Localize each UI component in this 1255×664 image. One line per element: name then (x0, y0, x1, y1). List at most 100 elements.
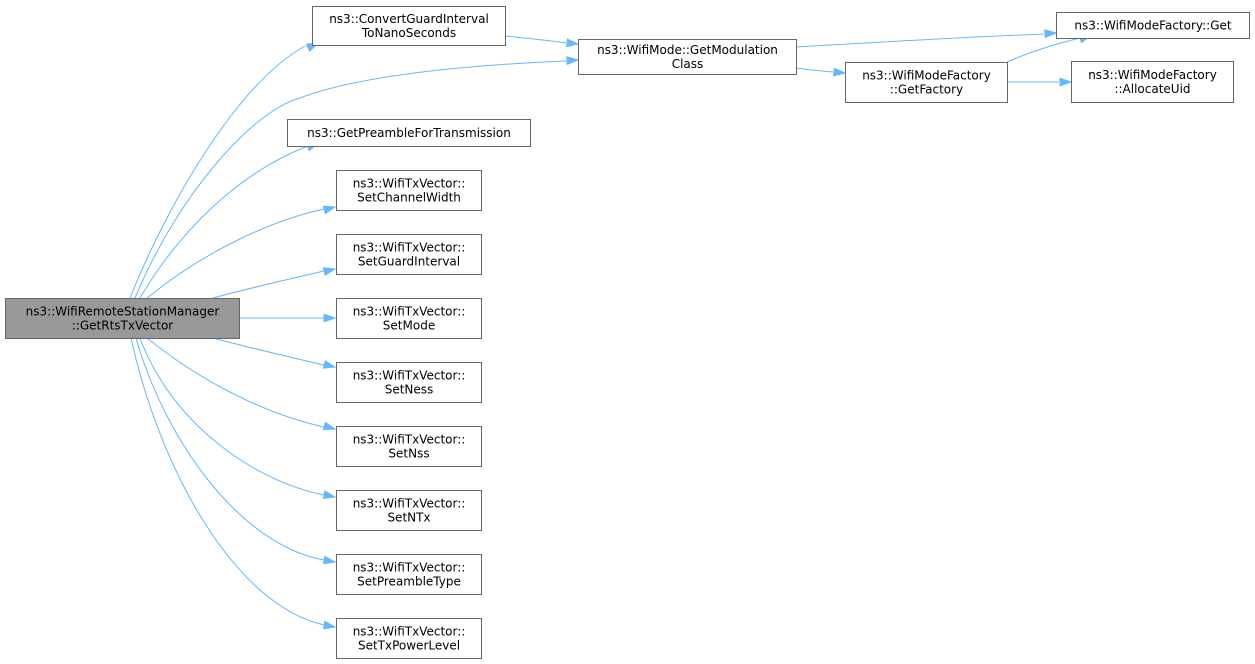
node-box (287, 119, 531, 147)
node-label-line: SetChannelWidth (357, 191, 461, 205)
edge-line (135, 337, 325, 561)
node-setnss[interactable]: ns3::WifiTxVector::SetNss (336, 426, 482, 467)
node-label-line: ns3::WifiModeFactory (862, 69, 991, 83)
edge-line (139, 145, 309, 299)
node-getpreamble[interactable]: ns3::GetPreambleForTransmission (287, 119, 531, 147)
node-label-line: ns3::WifiTxVector:: (353, 561, 466, 575)
edge-line (134, 60, 567, 299)
node-box (578, 39, 797, 75)
node-label-line: SetTxPowerLevel (358, 639, 460, 653)
node-setntx[interactable]: ns3::WifiTxVector::SetNTx (336, 490, 482, 531)
edge-getmod-to-getfactory (795, 67, 847, 77)
arrowhead-icon (566, 56, 580, 66)
node-alloc[interactable]: ns3::WifiModeFactory::AllocateUid (1071, 61, 1234, 103)
node-label-line: ns3::WifiTxVector:: (353, 369, 466, 383)
edge-convert-to-getmod (504, 35, 580, 48)
node-label-line: SetNss (388, 447, 429, 461)
node-box (336, 426, 482, 467)
node-label-line: SetMode (383, 319, 435, 333)
edge-getmod-to-mfget (795, 29, 1058, 48)
node-label-line: SetPreambleType (357, 575, 461, 589)
edge-line (795, 33, 1045, 48)
arrowhead-icon (322, 267, 337, 276)
node-label-line: ns3::WifiRemoteStationManager (26, 305, 220, 319)
node-box (336, 298, 482, 339)
arrowhead-icon (322, 205, 337, 215)
node-setness[interactable]: ns3::WifiTxVector::SetNess (336, 362, 482, 403)
node-box (5, 298, 240, 339)
node-label-line: SetNTx (387, 511, 430, 525)
edge-getfactory-to-alloc (1007, 77, 1073, 87)
node-box (336, 490, 482, 531)
arrowhead-icon (1059, 77, 1073, 87)
node-label-line: ns3::WifiTxVector:: (353, 241, 466, 255)
node-label-line: ns3::WifiTxVector:: (353, 305, 466, 319)
edge-root-to-convert (129, 42, 320, 299)
edge-root-to-setpre (135, 337, 337, 565)
node-label-line: ns3::GetPreambleForTransmission (307, 126, 511, 140)
node-label-line: ::AllocateUid (1114, 82, 1190, 96)
node-label-line: ns3::WifiTxVector:: (353, 625, 466, 639)
arrowhead-icon (833, 67, 847, 77)
node-root[interactable]: ns3::WifiRemoteStationManager::GetRtsTxV… (5, 298, 240, 339)
node-label-line: ::GetRtsTxVector (72, 319, 174, 333)
node-box (1071, 61, 1234, 103)
node-setpre[interactable]: ns3::WifiTxVector::SetPreambleType (336, 554, 482, 595)
node-box (336, 234, 482, 275)
arrowhead-icon (1044, 29, 1058, 39)
edge-root-to-getmod (134, 56, 580, 299)
edge-root-to-settxp (130, 337, 337, 630)
edge-root-to-setchw (146, 205, 337, 299)
arrowhead-icon (322, 360, 337, 369)
node-box (312, 6, 506, 46)
node-label-line: SetGuardInterval (358, 255, 460, 269)
arrowhead-icon (322, 555, 337, 565)
edge-root-to-setntx (139, 337, 337, 500)
edge-line (146, 208, 325, 299)
node-label-line: ns3::WifiModeFactory::Get (1074, 19, 1231, 33)
node-settxp[interactable]: ns3::WifiTxVector::SetTxPowerLevel (336, 618, 482, 659)
node-label-line: ns3::WifiMode::GetModulation (597, 43, 778, 57)
arrowhead-icon (322, 620, 337, 630)
edge-root-to-setness (212, 337, 337, 369)
node-label-line: ns3::WifiTxVector:: (353, 433, 466, 447)
edge-line (795, 67, 834, 73)
edge-line (139, 337, 325, 496)
edge-line (129, 45, 306, 299)
edge-line (146, 337, 325, 428)
arrowhead-icon (566, 38, 580, 48)
node-label-line: Class (672, 57, 704, 71)
node-setgi[interactable]: ns3::WifiTxVector::SetGuardInterval (336, 234, 482, 275)
node-label-line: ::GetFactory (890, 83, 963, 97)
edge-line (1006, 37, 1081, 63)
edge-root-to-setgi (212, 267, 337, 299)
edge-line (130, 337, 325, 626)
node-getfactory[interactable]: ns3::WifiModeFactory::GetFactory (845, 62, 1008, 103)
edge-root-to-setnss (146, 337, 337, 431)
node-mfget[interactable]: ns3::WifiModeFactory::Get (1056, 12, 1250, 39)
node-label-line: ns3::WifiModeFactory (1088, 68, 1217, 82)
node-box (845, 62, 1008, 103)
node-box (336, 554, 482, 595)
node-setmode[interactable]: ns3::WifiTxVector::SetMode (336, 298, 482, 339)
nodes-layer: ns3::WifiRemoteStationManager::GetRtsTxV… (5, 6, 1250, 659)
node-label-line: ToNanoSeconds (361, 26, 456, 40)
node-box (336, 362, 482, 403)
node-box (336, 618, 482, 659)
edge-getfactory-to-mfget (1006, 34, 1093, 63)
node-box (336, 170, 482, 211)
edge-line (212, 270, 325, 299)
edge-root-to-getpreamble (139, 142, 320, 299)
arrowhead-icon (323, 313, 337, 323)
node-label-line: SetNess (385, 383, 434, 397)
arrowhead-icon (322, 421, 337, 431)
edge-line (212, 337, 325, 366)
node-box (1056, 12, 1250, 39)
arrowhead-icon (322, 490, 337, 500)
node-setchw[interactable]: ns3::WifiTxVector::SetChannelWidth (336, 170, 482, 211)
edge-root-to-setmode (239, 313, 337, 323)
node-label-line: ns3::WifiTxVector:: (353, 177, 466, 191)
